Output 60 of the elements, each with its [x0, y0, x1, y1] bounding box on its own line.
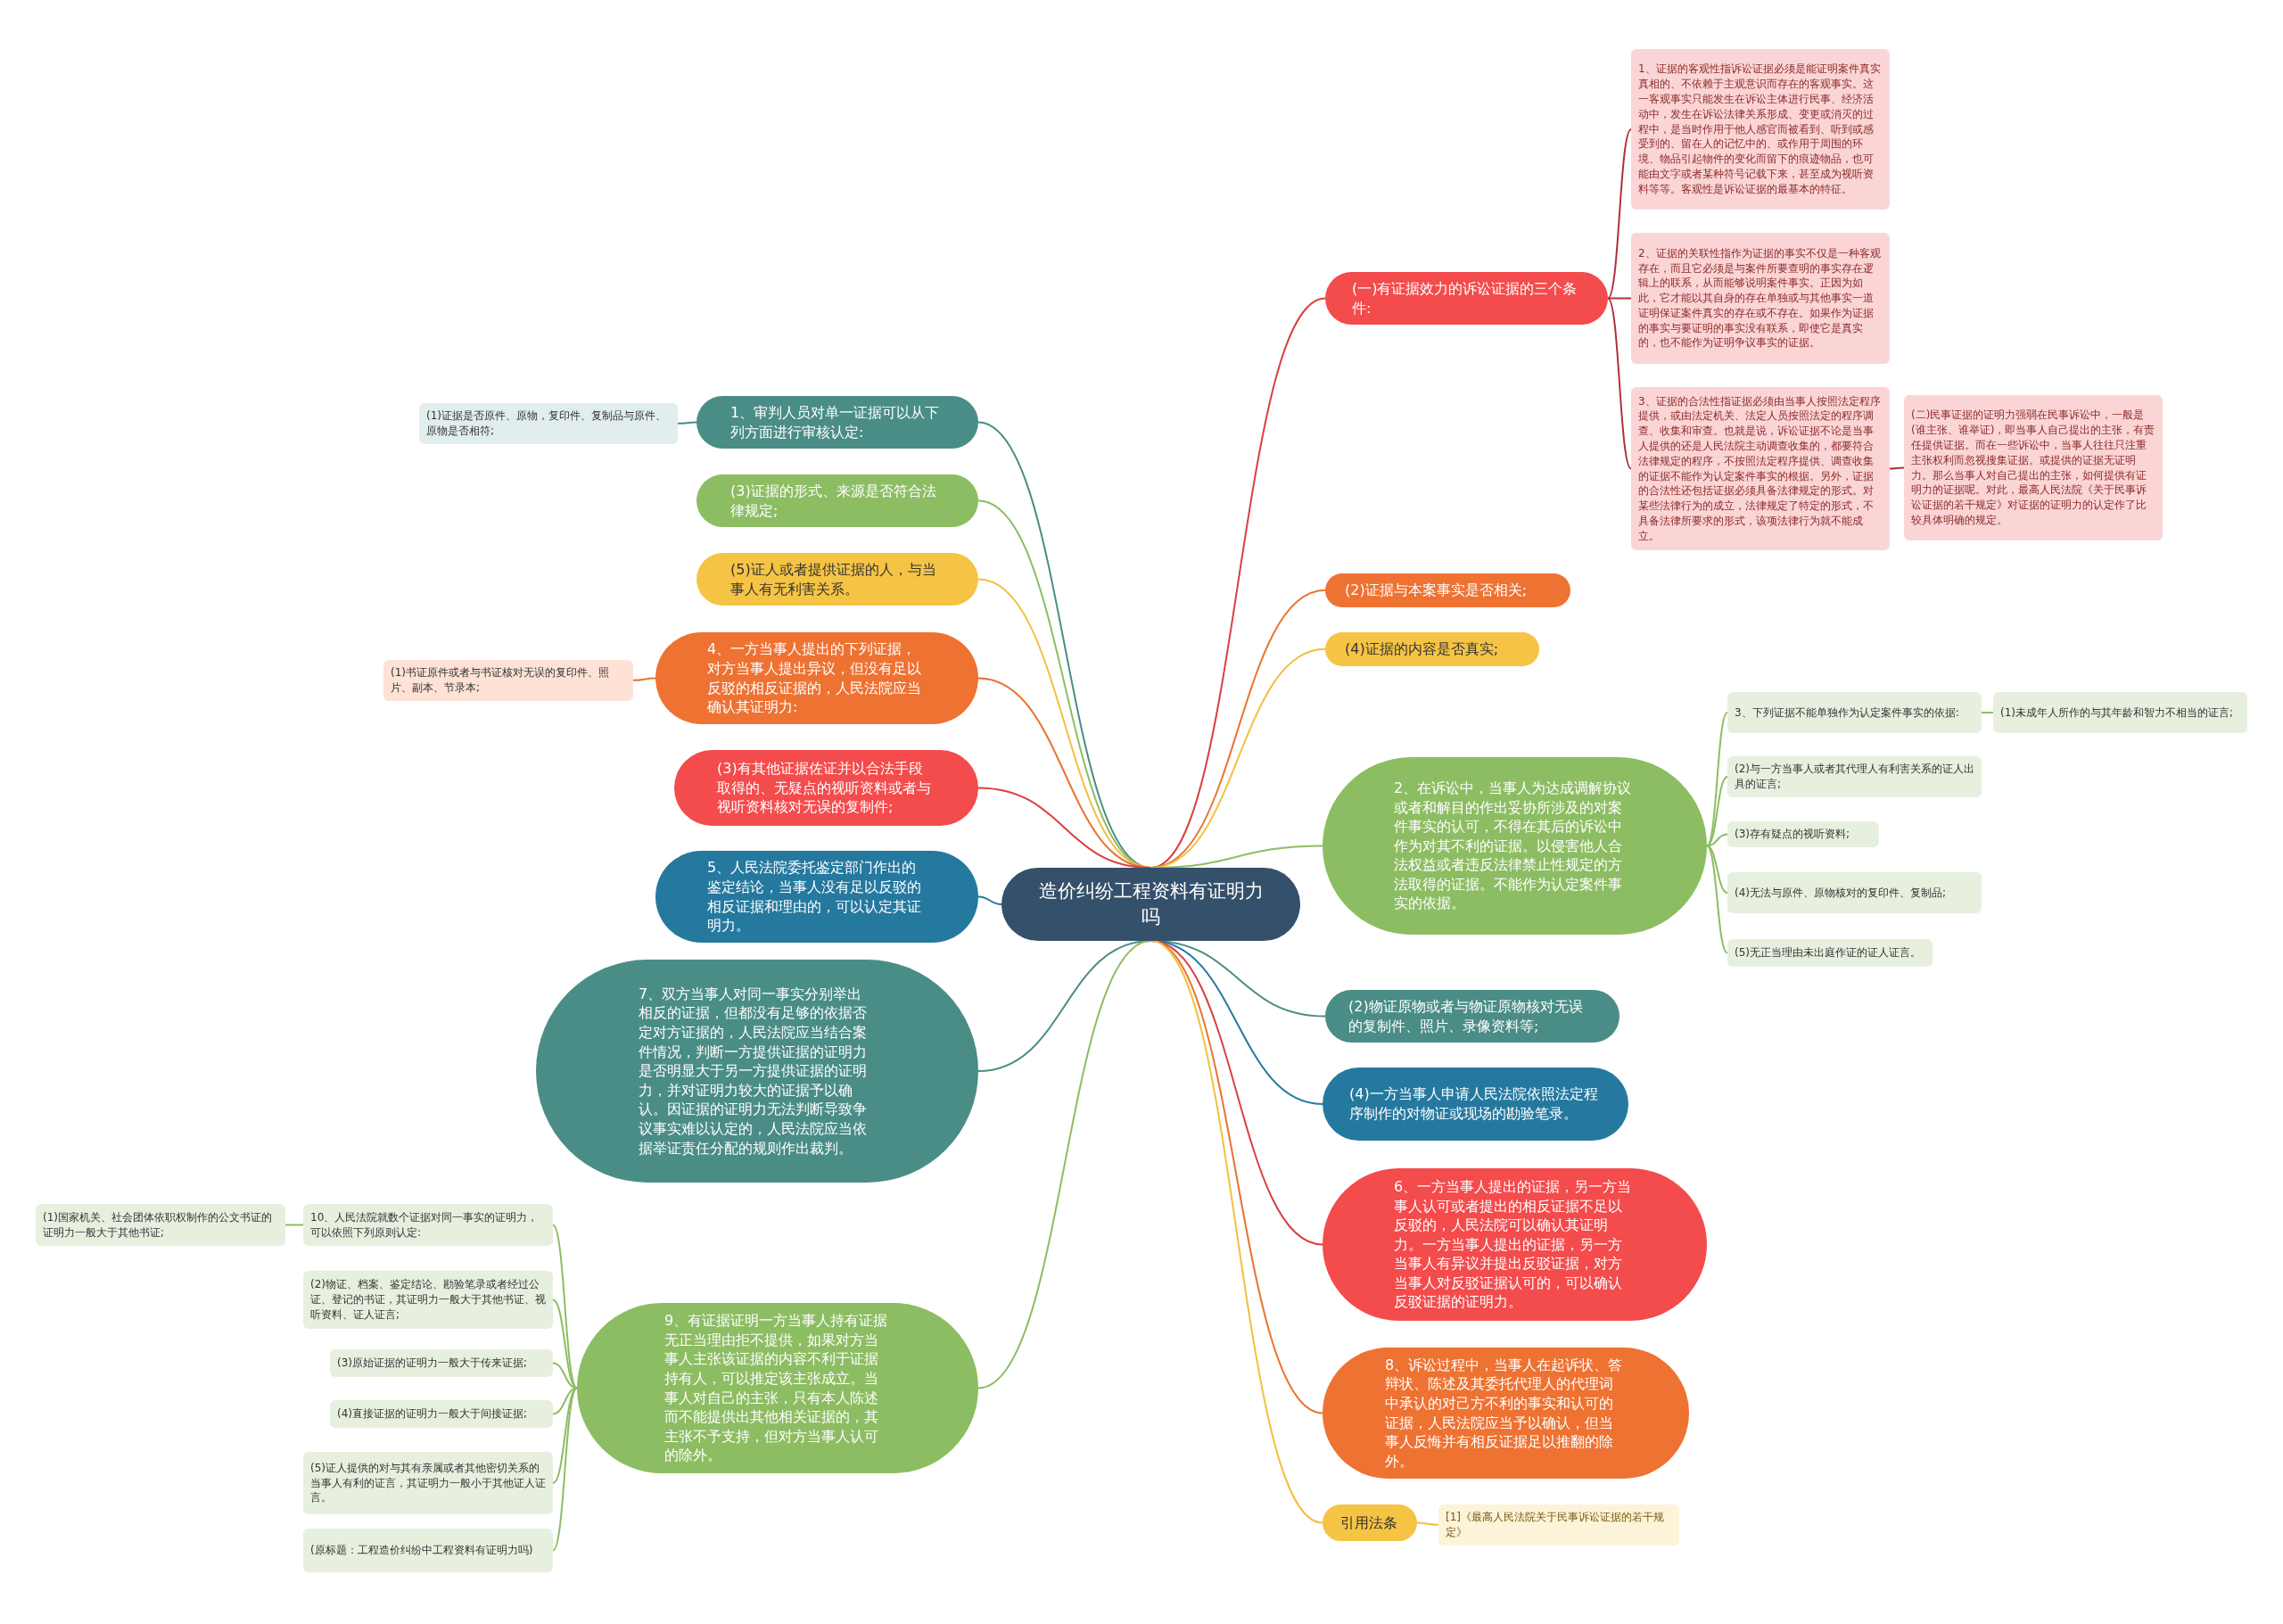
central-topic: 造价纠纷工程资料有证明力吗 [1001, 868, 1300, 941]
connector-line [1150, 940, 1323, 1524]
topic-pill: 9、有证据证明一方当事人持有证据无正当理由拒不提供，如果对方当事人主张该证据的内容不利于证据持有人，可以推定该主张成立。当事人对自己的主张，只有本人陈述而不能提供出其他相关证据的，其主张不予支持，但对方当事人认可的除外。 [577, 1303, 978, 1473]
note-card: (5)证人提供的对与其有亲属或者其他密切关系的当事人有利的证言，其证明力一般小于其他证人证言。 [303, 1452, 553, 1514]
topic-pill: (2)物证原物或者与物证原物核对无误的复制件、照片、录像资料等; [1325, 990, 1620, 1043]
connector-line [1150, 845, 1323, 869]
connector-line [552, 1387, 578, 1552]
topic-pill: 1、审判人员对单一证据可以从下列方面进行审核认定: [696, 396, 978, 449]
connector-line [1981, 712, 1994, 713]
note-card: (1)国家机关、社会团体依职权制作的公文书证的证明力一般大于其他书证; [36, 1204, 285, 1246]
note-card: (2)物证、档案、鉴定结论、勘验笔录或者经过公证、登记的书证，其证明力一般大于其他书证、视听资料、证人证言; [303, 1271, 553, 1329]
topic-pill: (4)证据的内容是否真实; [1325, 632, 1539, 666]
topic-pill: 引用法条 [1323, 1504, 1417, 1541]
connector-line [1416, 1521, 1439, 1526]
connector-line [1607, 128, 1632, 300]
connector-line [1706, 845, 1728, 894]
note-card: (1)证据是否原件、原物，复印件、复制品与原件、原物是否相符; [419, 403, 678, 444]
connector-line [977, 895, 1002, 905]
topic-pill: 8、诉讼过程中，当事人在起诉状、答辩状、陈述及其委托代理人的代理词中承认的对己方不利的事实和认可的证据，人民法院应当予以确认，但当事人反悔并有相反证据足以推翻的除外。 [1323, 1348, 1689, 1479]
note-card: (3)原始证据的证明力一般大于传来证据; [330, 1349, 553, 1377]
topic-pill: (5)证人或者提供证据的人，与当事人有无利害关系。 [696, 553, 978, 606]
topic-pill: (4)一方当事人申请人民法院依照法定程序制作的对物证或现场的勘验笔录。 [1323, 1068, 1628, 1141]
connector-line [1706, 776, 1728, 847]
note-card: (二)民事证据的证明力强弱在民事诉讼中，一般是(谁主张、谁举证)，即当事人自己提出的主张，有责任提供证据。而在一些诉讼中，当事人往往只注重主张权利而忽视搜集证据。或提供的证据无证明力。那么当事人对自己提出的主张，如何提供有证明力的证据呢。对此，最高人民法院《关于民事诉讼证据的若干规定》对证据的证明力的认定作了比较具体明确的规定。 [1904, 395, 2163, 540]
note-card: (5)无正当理由未出庭作证的证人证言。 [1727, 939, 1933, 967]
connector-line [1607, 297, 1632, 300]
topic-pill: (3)证据的形式、来源是否符合法律规定; [696, 474, 978, 528]
connector-line [552, 1298, 578, 1389]
connector-line [677, 421, 697, 425]
connector-line [977, 787, 1152, 869]
note-card: 3、证据的合法性指证据必须由当事人按照法定程序提供，或由法定机关、法定人员按照法定的程序调查、收集和审查。也就是说，诉讼证据不论是当事人提供的还是人民法院主动调查收集的，都要符合法律规定的程序，不按照法定程序提供、调查收集的证据不能作为认定案件事实的根据。另外，证据的合法性还包括证据必须具备法律规定的形式。对某些法律行为的成立，法律规定了特定的形式，不具备法律所要求的形式，该项法律行为就不能成立。 [1631, 387, 1890, 550]
topic-pill: (3)有其他证据佐证并以合法手段取得的、无疑点的视听资料或者与视听资料核对无误的复制件; [674, 750, 978, 826]
connector-line [977, 940, 1152, 1389]
note-card: (1)未成年人所作的与其年龄和智力不相当的证言; [1993, 692, 2247, 733]
note-card: (3)存有疑点的视听资料; [1727, 821, 1879, 847]
note-card: 10、人民法院就数个证据对同一事实的证明力，可以依照下列原则认定: [303, 1204, 553, 1246]
connector-line [1889, 466, 1905, 470]
connector-line [284, 1224, 304, 1226]
connector-line [632, 677, 656, 681]
connector-line [1607, 297, 1632, 470]
note-card: (原标题：工程造价纠纷中工程资料有证明力吗) [303, 1529, 553, 1572]
note-card: 3、下列证据不能单独作为认定案件事实的依据: [1727, 692, 1982, 733]
topic-pill: 4、一方当事人提出的下列证据，对方当事人提出异议，但没有足以反驳的相反证据的，人民法院应当确认其证明力: [655, 632, 978, 724]
topic-pill: (一)有证据效力的诉讼证据的三个条件: [1325, 272, 1608, 326]
topic-pill: (2)证据与本案事实是否相关; [1325, 573, 1570, 607]
connector-line [1706, 845, 1728, 954]
note-card: (4)直接证据的证明力一般大于间接证据; [330, 1400, 553, 1428]
note-card: (2)与一方当事人或者其代理人有利害关系的证人出具的证言; [1727, 756, 1982, 797]
connector-line [1706, 833, 1728, 847]
note-card: (4)无法与原件、原物核对的复印件、复制品; [1727, 872, 1982, 913]
note-card: [1]《最高人民法院关于民事诉讼证据的若干规定》 [1438, 1504, 1679, 1546]
topic-pill: 5、人民法院委托鉴定部门作出的鉴定结论，当事人没有足以反驳的相反证据和理由的，可以认定其证明力。 [655, 851, 978, 943]
topic-pill: 7、双方当事人对同一事实分别举出相反的证据，但都没有足够的依据否定对方证据的，人民法院应当结合案件情况，判断一方提供证据的证明力是否明显大于另一方提供证据的证明力，并对证明力较大的证据予以确认。因证据的证明力无法判断导致争议事实难以认定的，人民法院应当依据举证责任分配的规则作出裁判。 [536, 960, 978, 1183]
topic-pill: 6、一方当事人提出的证据，另一方当事人认可或者提出的相反证据不足以反驳的，人民法院可以确认其证明力。一方当事人提出的证据，另一方当事人有异议并提出反驳证据，对方当事人对反驳证据认可的，可以确认反驳证据的证明力。 [1323, 1168, 1707, 1321]
note-card: 1、证据的客观性指诉讼证据必须是能证明案件真实真相的、不依赖于主观意识而存在的客观事实。这一客观事实只能发生在诉讼主体进行民事、经济活动中，发生在诉讼法律关系形成、变更或消灭的过程中，是当时作用于他人感官而被看到、听到或感受到的、留在人的记忆中的、或作用于周围的环境、物品引起物件的变化而留下的痕迹物品，也可能由文字或者某种符号记载下来，甚至成为视听资料等等。客观性是诉讼证据的最基本的特征。 [1631, 49, 1890, 210]
connector-line [1706, 712, 1728, 847]
connector-line [552, 1224, 578, 1389]
topic-pill: 2、在诉讼中，当事人为达成调解协议或者和解目的作出妥协所涉及的对案件事实的认可，不得在其后的诉讼中作为对其不利的证据。以侵害他人合法权益或者违反法律禁止性规定的方法取得的证据。不能作为认定案件事实的依据。 [1323, 757, 1707, 935]
note-card: 2、证据的关联性指作为证据的事实不仅是一种客观存在，而且它必须是与案件所要查明的事实存在逻辑上的联系，从而能够说明案件事实。正因为如此，它才能以其自身的存在单独或与其他事实一道证明保证案件真实的存在或不存在。如果作为证据的事实与要证明的事实没有联系，即使它是真实的，也不能作为证明争议事实的证据。 [1631, 233, 1890, 364]
note-card: (1)书证原件或者与书证核对无误的复印件、照片、副本、节录本; [383, 660, 633, 701]
